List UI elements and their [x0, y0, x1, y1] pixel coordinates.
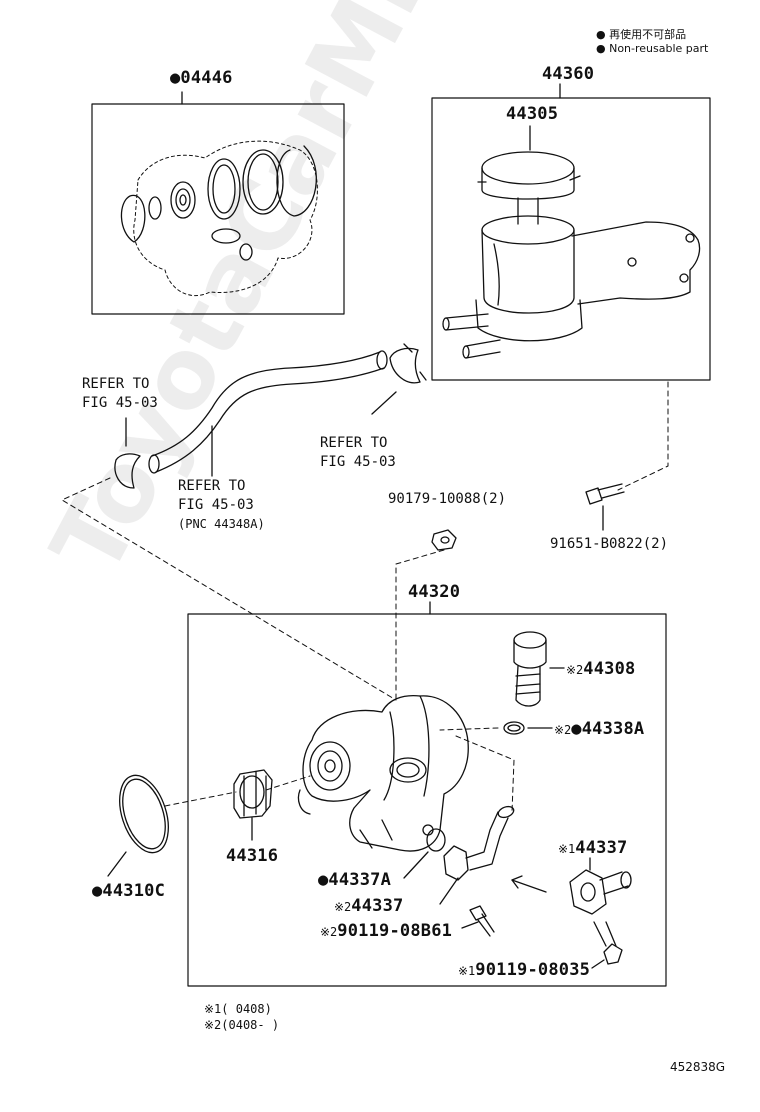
gasket-44337A: [403, 828, 446, 879]
gasket-44310C: [107, 774, 169, 877]
label-44316: 44316: [226, 846, 279, 866]
footnote-1: ※1( 0408): [204, 1002, 272, 1016]
rotor-44316: [233, 769, 273, 841]
bolt-91651: [585, 483, 625, 531]
ref-pnc: (PNC 44348A): [178, 517, 265, 531]
label-44308: ※244308: [566, 659, 635, 679]
pump-body: [297, 694, 469, 852]
connector-44308: [513, 631, 565, 707]
label-90119-08035: ※190119-08035: [458, 960, 590, 980]
nut-90179: [431, 529, 457, 551]
return-hose: [114, 343, 427, 489]
label-44338A: ※2●44338A: [554, 719, 644, 739]
mark-2: ※2: [334, 900, 352, 914]
ref-right-line2: FIG 45-03: [320, 454, 396, 470]
ref-left-line2: FIG 45-03: [82, 395, 158, 411]
mark-1: ※1: [458, 964, 476, 978]
legend-line-2: ● Non-reusable part: [596, 42, 709, 55]
ref-right: REFER TO FIG 45-03: [320, 434, 396, 472]
mark-2: ※2: [320, 925, 338, 939]
label-90119-08035-number: 90119-08035: [475, 960, 591, 980]
mark-2: ※2: [566, 663, 584, 677]
label-44337-1: ※144337: [558, 838, 627, 858]
label-44310C: ●44310C: [92, 881, 166, 901]
label-90179: 90179-10088(2): [388, 491, 507, 507]
pipe-44337-2: [439, 805, 515, 905]
legend-line-1: ● 再使用不可部品: [596, 28, 687, 41]
footnote-2: ※2(0408- ): [204, 1018, 280, 1032]
union-44337-1: [511, 857, 632, 915]
seal-kit-box: [91, 91, 345, 315]
label-44337-2: ※244337: [334, 896, 403, 916]
ref-left: REFER TO FIG 45-03: [82, 375, 158, 413]
bolt-08B61: [461, 905, 495, 937]
ref-left-line1: REFER TO: [82, 376, 150, 392]
ref-right-line1: REFER TO: [320, 435, 388, 451]
label-91651: 91651-B0822(2): [550, 536, 669, 552]
oring-44338A: [503, 721, 553, 735]
label-44337A: ●44337A: [318, 870, 392, 890]
mark-1: ※1: [558, 842, 576, 856]
ref-mid-line2: FIG 45-03: [178, 497, 254, 513]
label-90119-08B61-number: 90119-08B61: [337, 921, 453, 941]
label-90119-08B61: ※290119-08B61: [320, 921, 452, 941]
pump-box: [187, 601, 667, 987]
label-44360: 44360: [542, 64, 595, 84]
figure-id: 452838G: [670, 1060, 726, 1074]
label-44305: 44305: [506, 104, 559, 124]
label-04446: ●04446: [170, 68, 233, 88]
label-44337-2-number: 44337: [351, 896, 404, 916]
reservoir-box: [431, 83, 711, 381]
label-44308-number: 44308: [583, 659, 636, 679]
label-44338A-number: ●44338A: [571, 719, 645, 739]
label-44320: 44320: [408, 582, 461, 602]
assembly-lines: [61, 381, 669, 813]
label-44337-1-number: 44337: [575, 838, 628, 858]
bolt-08035: [591, 921, 623, 969]
ref-mid: REFER TO FIG 45-03 (PNC 44348A): [178, 477, 265, 534]
mark-2: ※2: [554, 723, 572, 737]
ref-mid-line1: REFER TO: [178, 478, 246, 494]
